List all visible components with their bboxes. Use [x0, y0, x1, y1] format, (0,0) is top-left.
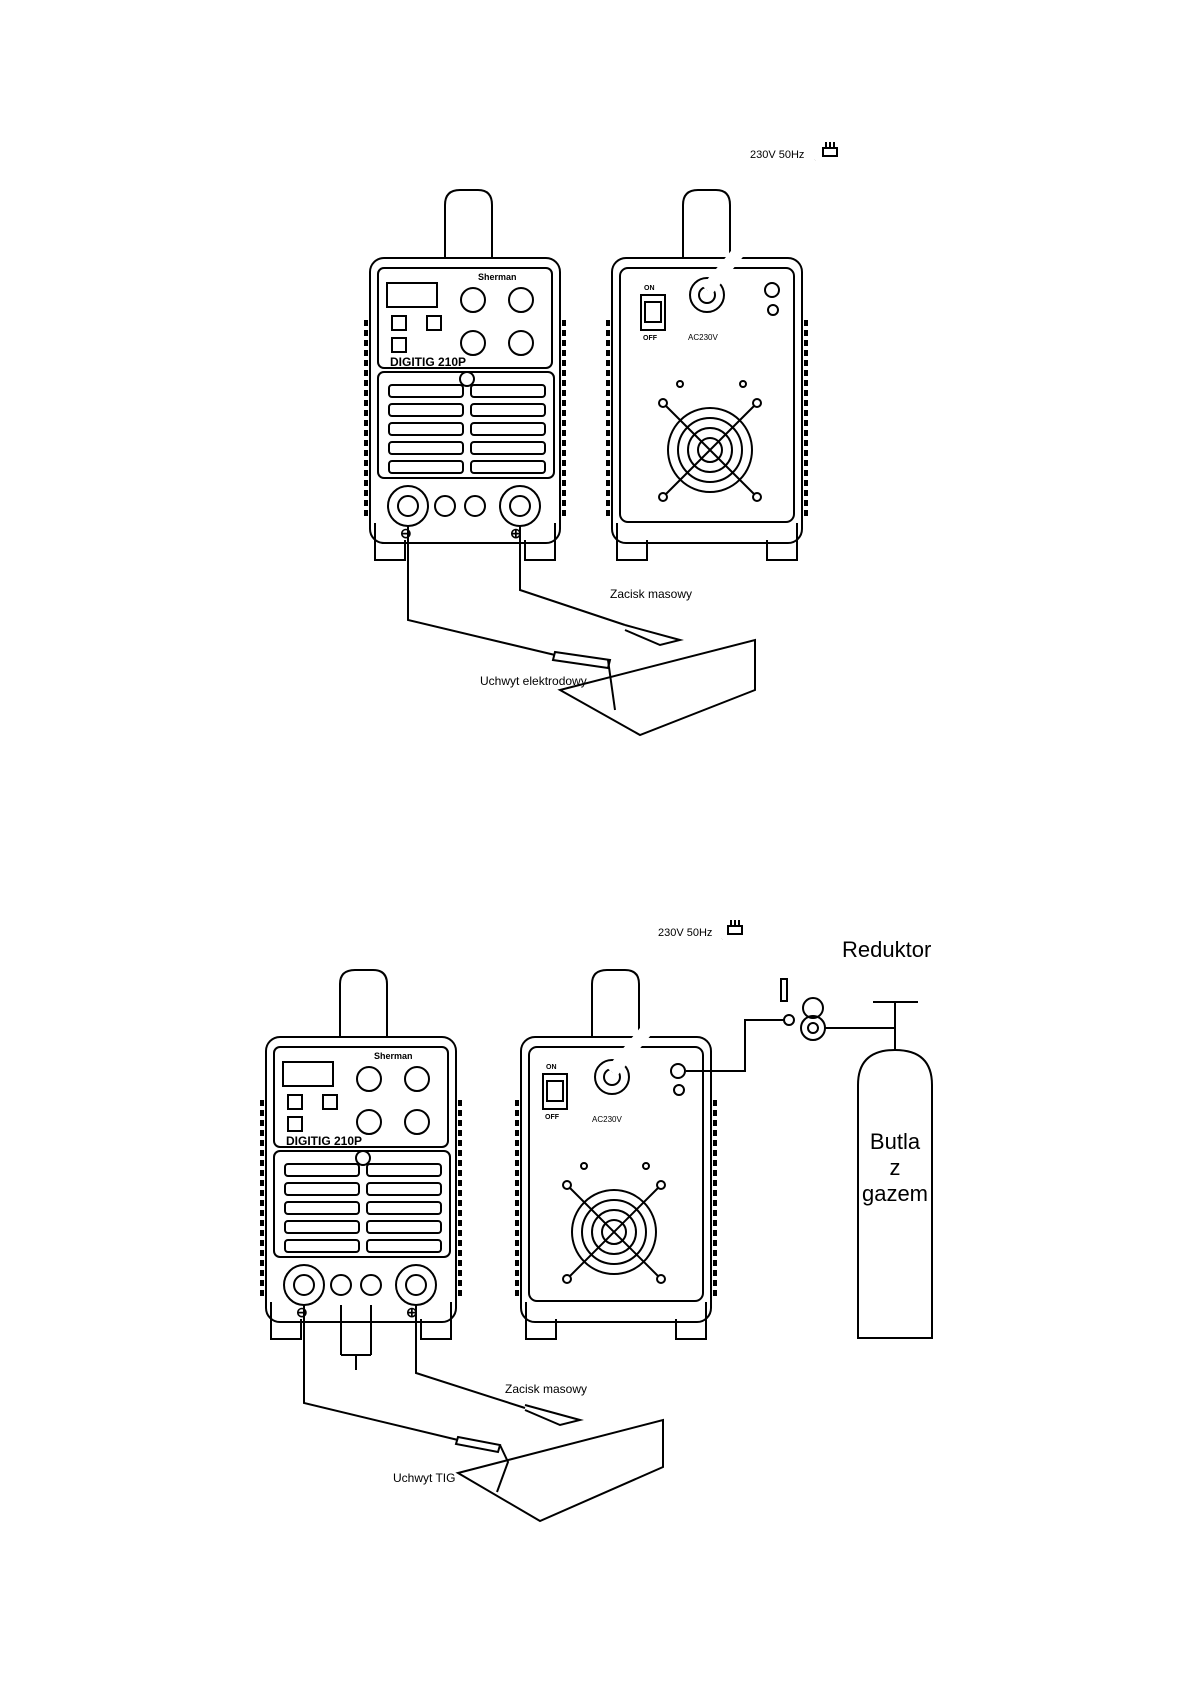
reducer-label: Reduktor: [842, 937, 931, 962]
power-cable-2: 230V 50Hz: [612, 920, 742, 1072]
rear-on-1: ON: [644, 285, 655, 292]
cylinder-label-line2: z: [890, 1155, 901, 1180]
front-unit-2: Sherman DIGITIG 210P: [262, 970, 460, 1339]
diagram-tig: Sherman DIGITIG 210P: [262, 920, 932, 1521]
rear-on-2: ON: [546, 1064, 557, 1071]
holder-label-1: Uchwyt elektrodowy: [480, 674, 587, 688]
power-label-2: 230V 50Hz: [658, 927, 712, 939]
svg-text:⊖: ⊖: [400, 525, 412, 541]
front-model-2: DIGITIG 210P: [286, 1134, 362, 1148]
cylinder-label-line3: gazem: [862, 1181, 928, 1206]
mma-cables-1: Zacisk masowy Uchwyt elektrodowy: [408, 526, 755, 735]
svg-text:⊖: ⊖: [296, 1304, 308, 1320]
front-model-1: DIGITIG 210P: [390, 355, 466, 369]
cylinder-label-line1: Butla: [870, 1129, 921, 1154]
workpiece-1: [560, 640, 755, 735]
rear-off-1: OFF: [643, 335, 658, 342]
louvres-2: [285, 1164, 441, 1252]
holder-label-2: Uchwyt TIG: [393, 1471, 455, 1485]
workpiece-2: [458, 1420, 663, 1521]
rear-unit-2: ON OFF AC230V: [517, 970, 715, 1339]
ground-clamp-label-1: Zacisk masowy: [610, 587, 692, 601]
gas-supply: Reduktor Butla z gazem: [686, 937, 932, 1338]
rear-voltage-2: AC230V: [592, 1115, 622, 1124]
rear-off-2: OFF: [545, 1114, 560, 1121]
front-brand-1: Sherman: [478, 272, 517, 282]
tig-cables-2: Zacisk masowy Uchwyt TIG: [304, 1305, 663, 1521]
rear-unit-1: ON OFF AC230V: [608, 190, 806, 560]
power-label-1: 230V 50Hz: [750, 149, 804, 161]
rear-voltage-1: AC230V: [688, 333, 718, 342]
front-unit-1: Sherman DIGITIG 210P: [366, 190, 564, 560]
ground-clamp-label-2: Zacisk masowy: [505, 1382, 587, 1396]
front-brand-2: Sherman: [374, 1051, 413, 1061]
louvres-1: [389, 385, 545, 473]
diagram-mma: Sherman DIGITIG 210P: [366, 142, 837, 735]
